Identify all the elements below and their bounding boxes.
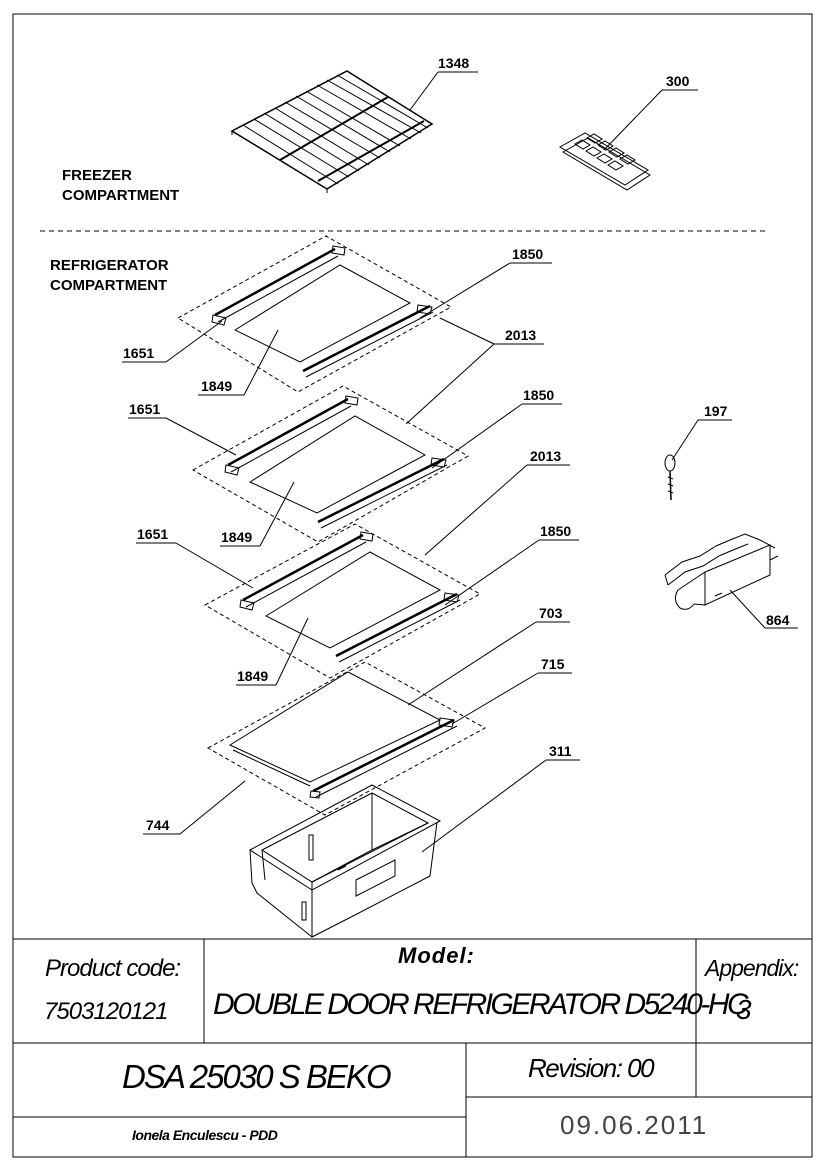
part-label-1651-b: 1651	[129, 401, 160, 417]
product-code-label: Product code:	[45, 955, 181, 982]
refrigerator-heading: REFRIGERATOR COMPARTMENT	[50, 257, 173, 294]
wire-shelf-1348	[230, 70, 434, 193]
clip-197	[664, 454, 676, 501]
part-label-1850-c: 1850	[540, 523, 571, 539]
part-label-2013-a: 2013	[505, 327, 536, 343]
part-label-1849-c: 1849	[237, 668, 268, 684]
part-label-197: 197	[704, 403, 728, 419]
part-label-864: 864	[766, 612, 790, 628]
part-label-744: 744	[146, 817, 170, 833]
shelf-assembly-3	[203, 523, 482, 679]
leader-lines	[122, 262, 580, 853]
revision: Revision: 00	[528, 1053, 655, 1083]
crisper-drawer-311	[249, 784, 442, 938]
crisper-cover-assembly	[206, 661, 487, 816]
part-label-300: 300	[666, 73, 690, 89]
issue-date: 09.06.2011	[560, 1110, 709, 1140]
part-label-1849-a: 1849	[201, 378, 232, 394]
author: Ionela Enculescu - PDD	[132, 1127, 278, 1143]
part-label-703: 703	[539, 605, 563, 621]
shelf-assembly-1	[177, 235, 453, 393]
part-label-1850-a: 1850	[512, 246, 543, 262]
drawing-border	[12, 13, 813, 1158]
shelf-assembly-2	[191, 385, 470, 543]
model-label: Model:	[398, 943, 475, 968]
dispenser-864	[664, 533, 779, 610]
product-code-value: 7503120121	[44, 998, 168, 1025]
part-label-1850-b: 1850	[523, 387, 554, 403]
part-label-1849-b: 1849	[221, 529, 252, 545]
freezer-heading: FREEZER COMPARTMENT	[62, 167, 179, 204]
part-label-1348: 1348	[438, 55, 469, 71]
part-label-1651-a: 1651	[123, 345, 154, 361]
dsa-code: DSA 25030 S BEKO	[122, 1058, 392, 1095]
appendix-value: 3	[736, 994, 752, 1025]
model-name: DOUBLE DOOR REFRIGERATOR D5240-HC	[213, 988, 749, 1021]
part-label-1651-c: 1651	[137, 526, 168, 542]
ice-tray-300	[558, 132, 651, 191]
title-block-grid	[13, 938, 812, 1157]
part-label-311: 311	[549, 743, 572, 759]
part-label-715: 715	[541, 656, 565, 672]
part-label-2013-b: 2013	[530, 448, 561, 464]
appendix-label: Appendix:	[705, 955, 799, 981]
